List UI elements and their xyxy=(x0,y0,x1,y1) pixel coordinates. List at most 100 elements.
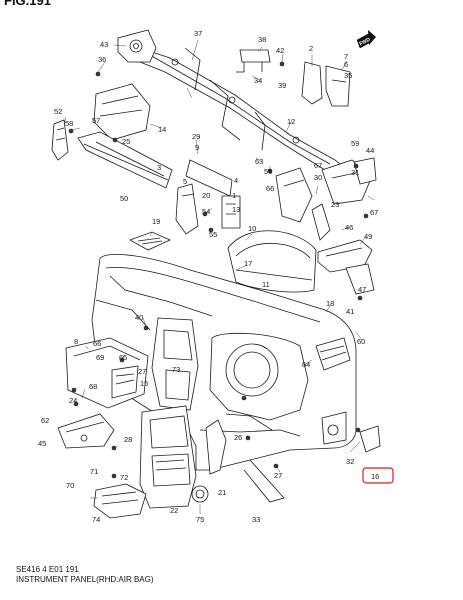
callout-45: 45 xyxy=(38,439,46,448)
knee-bolster-33 xyxy=(205,419,285,503)
callout-67-upper: 67 xyxy=(314,161,322,170)
callout-3: 3 xyxy=(157,163,161,172)
meter-hood-10 xyxy=(227,230,317,293)
callout-36: 36 xyxy=(98,55,106,64)
bracket-left-upper xyxy=(117,29,157,63)
figure-code: SE416 4 E01 191 xyxy=(16,565,79,574)
instrument-panel-body xyxy=(91,254,357,471)
callout-38: 38 xyxy=(258,35,266,44)
callout-19: 19 xyxy=(152,217,160,226)
defroster-duct-49 xyxy=(317,239,375,295)
callout-67-lower: 67 xyxy=(370,208,378,217)
callout-17: 17 xyxy=(244,259,252,268)
callout-16: 16 xyxy=(371,472,379,481)
right-side-brackets xyxy=(275,157,377,241)
callout-47: 47 xyxy=(358,285,366,294)
figure-caption: INSTRUMENT PANEL(RHD:AIR BAG) xyxy=(16,575,154,584)
lower-tray-74 xyxy=(93,483,147,519)
callout-21: 21 xyxy=(218,488,226,497)
callout-33: 33 xyxy=(252,515,260,524)
callout-9: 9 xyxy=(195,143,199,152)
callout-15-upper: 15 xyxy=(140,379,148,388)
callout-43: 43 xyxy=(100,40,108,49)
callout-16-highlight xyxy=(362,467,394,484)
callout-42: 42 xyxy=(276,46,284,55)
center-bezel-22 xyxy=(139,405,197,509)
callout-66-upper: 66 xyxy=(266,184,274,193)
callout-31: 31 xyxy=(351,168,359,177)
callout-14: 14 xyxy=(158,125,166,134)
callout-44: 44 xyxy=(366,146,374,155)
callout-18: 18 xyxy=(326,299,334,308)
callout-52: 52 xyxy=(54,107,62,116)
callout-labels: 37 38 43 42 2 36 34 39 7 6 35 52 58 57 1… xyxy=(38,29,379,524)
side-cap-16 xyxy=(359,425,381,453)
callout-39: 39 xyxy=(278,81,286,90)
callout-41: 41 xyxy=(346,307,354,316)
callout-54: 54 xyxy=(202,207,210,216)
callout-57: 57 xyxy=(92,116,100,125)
callout-71: 71 xyxy=(90,467,98,476)
callout-60: 60 xyxy=(357,337,365,346)
callout-58: 58 xyxy=(65,119,73,128)
callout-62: 62 xyxy=(41,416,49,425)
callout-64: 64 xyxy=(302,360,310,369)
callout-32: 32 xyxy=(346,457,354,466)
callout-65: 65 xyxy=(119,353,127,362)
callout-22: 22 xyxy=(170,506,178,515)
callout-49: 49 xyxy=(364,232,372,241)
center-brackets xyxy=(175,159,241,235)
glove-box-8 xyxy=(65,337,149,409)
fwd-label: FWD xyxy=(359,37,372,48)
callout-23: 23 xyxy=(331,200,339,209)
callout-68: 68 xyxy=(89,382,97,391)
callout-73: 73 xyxy=(172,365,180,374)
callout-37: 37 xyxy=(194,29,202,38)
callout-13: 13 xyxy=(232,205,240,214)
callout-66-lower: 66 xyxy=(93,339,101,348)
callout-55: 55 xyxy=(209,230,217,239)
callout-7: 7 xyxy=(344,52,348,61)
callout-70: 70 xyxy=(66,481,74,490)
callout-2: 2 xyxy=(309,44,313,53)
callout-5: 5 xyxy=(183,177,187,186)
callout-28: 28 xyxy=(124,435,132,444)
callout-11: 11 xyxy=(262,280,270,289)
bracket-38 xyxy=(236,49,271,73)
lower-left-cover-62 xyxy=(57,413,115,449)
callout-72: 72 xyxy=(120,473,128,482)
callout-4: 4 xyxy=(234,176,238,185)
callout-20: 20 xyxy=(202,191,210,200)
callout-27-upper: 27 xyxy=(138,367,146,376)
callout-26: 26 xyxy=(234,433,242,442)
callout-56: 56 xyxy=(264,167,272,176)
callout-40: 40 xyxy=(135,313,143,322)
callout-69: 69 xyxy=(96,353,104,362)
callout-30: 30 xyxy=(314,173,322,182)
bracket-left-side xyxy=(51,83,151,161)
speaker-grille-19 xyxy=(129,231,171,251)
lower-panel-50 xyxy=(77,131,173,189)
round-knob-75 xyxy=(191,485,209,503)
leader-lines xyxy=(63,39,375,514)
callout-25: 25 xyxy=(122,137,130,146)
bracket-right-upper xyxy=(301,61,351,107)
callout-24: 24 xyxy=(69,396,77,405)
callout-1: 1 xyxy=(232,191,236,200)
callout-59: 59 xyxy=(351,139,359,148)
callout-63: 63 xyxy=(255,157,263,166)
callout-74: 74 xyxy=(92,515,100,524)
steering-support-member xyxy=(134,47,346,177)
figure-header: FIG.191 xyxy=(4,0,51,8)
callout-8: 8 xyxy=(74,337,78,346)
callout-35: 35 xyxy=(344,71,352,80)
callout-50: 50 xyxy=(120,194,128,203)
callout-29: 29 xyxy=(192,132,200,141)
callout-6: 6 xyxy=(344,60,348,69)
callout-27-lower: 27 xyxy=(274,471,282,480)
callout-34: 34 xyxy=(254,76,262,85)
callout-12: 12 xyxy=(287,117,295,126)
callout-46: 46 xyxy=(345,223,353,232)
fasteners xyxy=(68,61,369,479)
